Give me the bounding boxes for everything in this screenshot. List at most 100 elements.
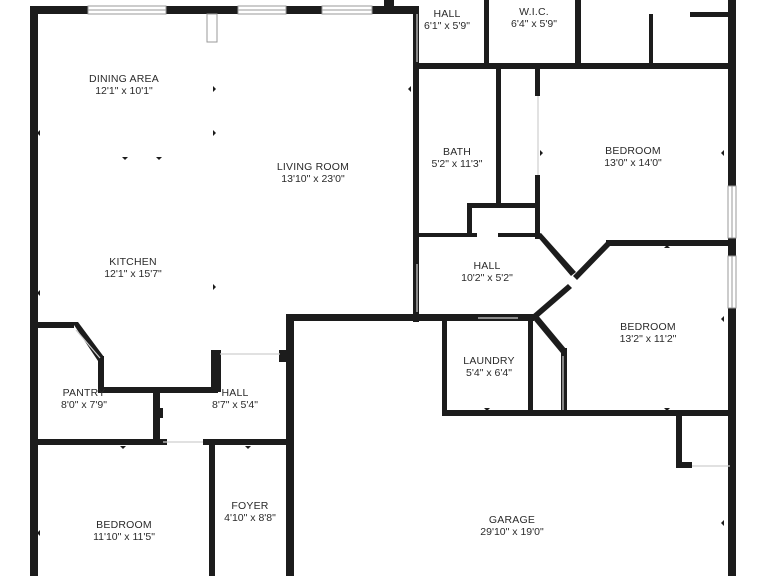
- room-dims: 5'4" x 6'4": [466, 367, 512, 379]
- wall: [498, 233, 538, 237]
- wall: [203, 439, 293, 445]
- wall: [467, 203, 472, 237]
- wall: [676, 413, 682, 468]
- room-dims: 8'0" x 7'9": [61, 399, 107, 411]
- tick: [120, 446, 126, 449]
- tick: [540, 150, 543, 156]
- wall: [531, 284, 572, 320]
- tick: [213, 284, 216, 290]
- wall: [34, 322, 74, 328]
- room-label-laundry: LAUNDRY 5'4" x 6'4": [463, 355, 514, 379]
- wall: [211, 350, 221, 392]
- room-dims: 6'4" x 5'9": [511, 18, 557, 30]
- wall: [98, 356, 104, 393]
- room-name: FOYER: [231, 500, 269, 512]
- room-name: LIVING ROOM: [276, 161, 350, 173]
- room-name: KITCHEN: [109, 256, 157, 268]
- wall: [690, 12, 730, 17]
- tick: [721, 316, 724, 322]
- wall: [34, 439, 167, 445]
- tick: [664, 408, 670, 411]
- door-opening: [75, 329, 101, 359]
- tick: [721, 150, 724, 156]
- tick: [213, 86, 216, 92]
- wall: [535, 66, 540, 96]
- room-dims: 29'10" x 19'0": [480, 526, 544, 538]
- tick: [664, 245, 670, 248]
- wall: [413, 63, 733, 69]
- wall: [606, 240, 732, 246]
- window: [206, 13, 218, 43]
- wall: [72, 322, 104, 361]
- dimension-ticks: [37, 86, 724, 536]
- wall: [30, 6, 418, 14]
- room-name: HALL: [473, 260, 501, 272]
- room-label-bedroom-ne: BEDROOM 13'0" x 14'0": [604, 145, 662, 169]
- room-name: BEDROOM: [96, 519, 152, 531]
- room-name: DINING AREA: [89, 73, 159, 85]
- wall: [575, 0, 581, 66]
- wall: [279, 350, 290, 362]
- wall: [496, 66, 501, 208]
- wall: [573, 242, 610, 280]
- wall: [532, 313, 566, 353]
- tick: [213, 130, 216, 136]
- room-dims: 8'7" x 5'4": [212, 399, 258, 411]
- room-dims: 6'1" x 5'9": [424, 20, 470, 32]
- wall: [413, 6, 419, 322]
- tick: [408, 86, 411, 92]
- wall: [153, 408, 163, 418]
- room-dims: 13'2" x 11'2": [619, 333, 677, 345]
- room-name: PANTRY: [62, 387, 106, 399]
- tick: [37, 290, 40, 296]
- tick: [37, 130, 40, 136]
- room-label-hall-mid: HALL 10'2" x 5'2": [461, 260, 513, 284]
- room-dims: 10'2" x 5'2": [461, 272, 513, 284]
- room-label-bedroom-sw: BEDROOM 11'10" x 11'5": [93, 519, 155, 543]
- room-dims: 13'10" x 23'0": [281, 173, 345, 185]
- tick: [245, 446, 251, 449]
- room-name: HALL: [433, 8, 461, 20]
- wall: [676, 462, 692, 468]
- room-label-foyer: FOYER 4'10" x 8'8": [224, 500, 276, 524]
- windows: [87, 5, 737, 309]
- room-label-hall-top: HALL 6'1" x 5'9": [424, 8, 470, 32]
- wall: [442, 410, 732, 416]
- tick: [37, 530, 40, 536]
- wall: [536, 233, 576, 276]
- tick: [721, 520, 724, 526]
- room-dims: 12'1" x 10'1": [95, 85, 153, 97]
- room-name: BEDROOM: [605, 145, 661, 157]
- room-label-living: LIVING ROOM 13'10" x 23'0": [277, 161, 349, 185]
- wall: [30, 6, 38, 576]
- room-name: GARAGE: [488, 514, 536, 526]
- openings: [75, 14, 730, 467]
- wall: [417, 233, 477, 237]
- room-label-garage: GARAGE 29'10" x 19'0": [480, 514, 543, 538]
- wall: [467, 203, 540, 208]
- room-dims: 12'1" x 15'7": [104, 268, 162, 280]
- room-name: W.I.C.: [519, 6, 549, 18]
- room-dims: 4'10" x 8'8": [224, 512, 276, 524]
- wall: [484, 0, 489, 66]
- wall: [561, 348, 567, 414]
- room-label-bedroom-e: BEDROOM 13'2" x 11'2": [620, 321, 677, 345]
- wall: [649, 14, 653, 66]
- room-dims: 5'2" x 11'3": [431, 158, 483, 170]
- tick: [122, 157, 128, 160]
- room-name: LAUNDRY: [463, 355, 515, 367]
- room-label-hall-sw: HALL 8'7" x 5'4": [212, 387, 258, 411]
- wall: [98, 387, 218, 393]
- room-dims: 13'0" x 14'0": [604, 157, 662, 169]
- wall: [286, 314, 534, 321]
- room-label-kitchen: KITCHEN 12'1" x 15'7": [104, 256, 162, 280]
- tick: [156, 157, 162, 160]
- room-name: BATH: [442, 146, 472, 158]
- room-label-dining: DINING AREA 12'1" x 10'1": [89, 73, 159, 97]
- room-name: BEDROOM: [620, 321, 676, 333]
- wall: [528, 316, 533, 416]
- room-label-wic: W.I.C. 6'4" x 5'9": [511, 6, 557, 30]
- room-dims: 11'10" x 11'5": [93, 531, 155, 543]
- room-label-bath: BATH 5'2" x 11'3": [432, 146, 483, 170]
